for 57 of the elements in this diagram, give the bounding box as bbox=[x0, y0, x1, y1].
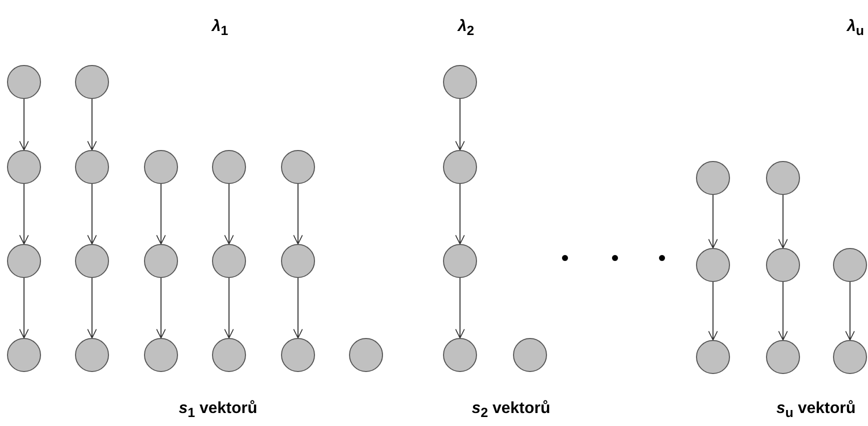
circle-node bbox=[281, 150, 315, 184]
arrow bbox=[87, 98, 97, 150]
arrow bbox=[156, 278, 166, 338]
arrow bbox=[293, 278, 303, 338]
arrow bbox=[224, 278, 234, 338]
arrow bbox=[455, 278, 465, 338]
circle-node bbox=[766, 161, 800, 195]
circle-node bbox=[833, 340, 867, 374]
circle-node bbox=[696, 340, 730, 374]
circle-node bbox=[766, 248, 800, 282]
circle-node bbox=[212, 244, 246, 278]
arrow bbox=[455, 98, 465, 150]
arrow bbox=[19, 98, 29, 150]
arrow bbox=[708, 194, 718, 248]
circle-node bbox=[7, 65, 41, 99]
circle-node bbox=[144, 150, 178, 184]
lambda-label: λ$_{2}$ bbox=[458, 18, 474, 38]
arrow bbox=[156, 184, 166, 244]
circle-node bbox=[144, 338, 178, 372]
circle-node bbox=[281, 338, 315, 372]
circle-node bbox=[443, 65, 477, 99]
arrow bbox=[224, 184, 234, 244]
circle-node bbox=[75, 150, 109, 184]
circle-node bbox=[443, 244, 477, 278]
arrow bbox=[778, 194, 788, 248]
vector-count-label: s$_{1}$ vektorů bbox=[178, 400, 258, 420]
circle-node bbox=[212, 338, 246, 372]
circle-node bbox=[443, 338, 477, 372]
arrow bbox=[87, 184, 97, 244]
circle-node bbox=[212, 150, 246, 184]
circle-node bbox=[75, 65, 109, 99]
arrow bbox=[19, 278, 29, 338]
arrow bbox=[19, 184, 29, 244]
circle-node bbox=[696, 161, 730, 195]
arrow bbox=[87, 278, 97, 338]
arrow bbox=[293, 184, 303, 244]
lambda-label: λ$_{1}$ bbox=[212, 18, 228, 38]
circle-node bbox=[7, 338, 41, 372]
arrow bbox=[708, 282, 718, 340]
arrow bbox=[845, 282, 855, 340]
circle-node bbox=[144, 244, 178, 278]
circle-node bbox=[696, 248, 730, 282]
circle-node bbox=[281, 244, 315, 278]
circle-node bbox=[7, 244, 41, 278]
circle-node bbox=[513, 338, 547, 372]
circle-node bbox=[75, 244, 109, 278]
arrow bbox=[455, 184, 465, 244]
circle-node bbox=[7, 150, 41, 184]
lambda-label: λ$_{u}$ bbox=[846, 18, 864, 38]
circle-node bbox=[443, 150, 477, 184]
circle-node bbox=[833, 248, 867, 282]
vector-count-label: s$_{u}$ vektorů bbox=[776, 400, 856, 420]
arrow bbox=[778, 282, 788, 340]
circle-node bbox=[349, 338, 383, 372]
vector-count-label: s$_{2}$ vektorů bbox=[472, 400, 550, 420]
circle-node bbox=[766, 340, 800, 374]
circle-node bbox=[75, 338, 109, 372]
